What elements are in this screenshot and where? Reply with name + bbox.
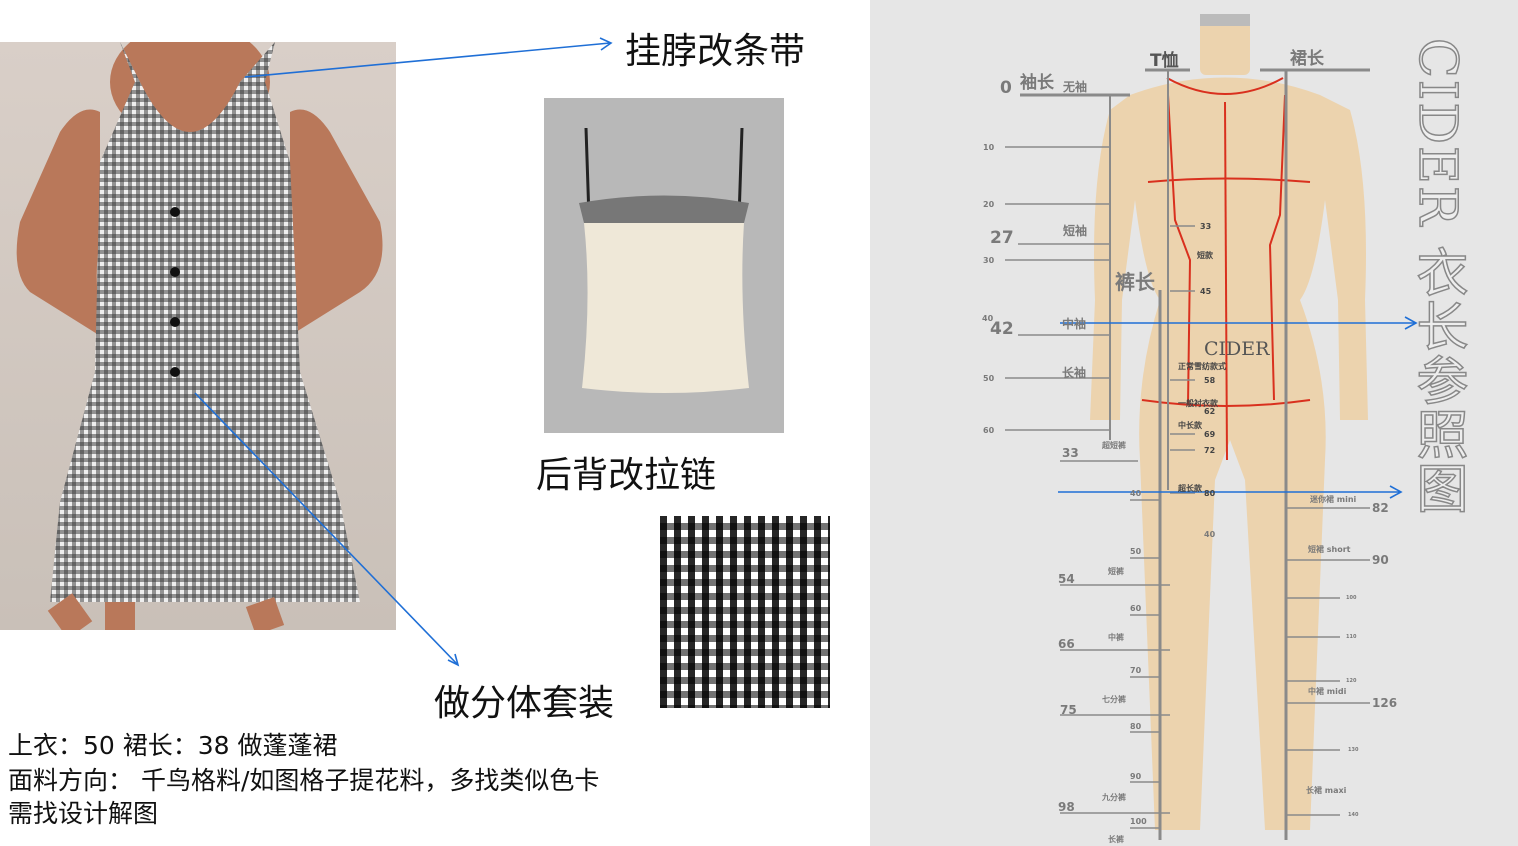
chart-title: CIDER 衣长参照图 [1406, 37, 1468, 516]
tshirt-mark: 62 [1204, 407, 1216, 416]
tshirt-header: T恤 [1150, 51, 1179, 71]
pants-label: 九分裤 [1102, 793, 1126, 802]
skirt-mark: 140 [1348, 812, 1359, 818]
pants-mark: 54 [1058, 572, 1075, 586]
tshirt-mark: 72 [1204, 446, 1216, 455]
reference-arrows [1058, 316, 1418, 499]
length-reference-chart: 0 袖长 无袖 10 20 27 短袖 30 40 42 中袖 50 长袖 60… [870, 0, 1518, 846]
callout-halter-strap: 挂脖改条带 [625, 31, 806, 72]
skirt-mark: 90 [1372, 553, 1389, 567]
sleeve-mark-0: 0 [1000, 78, 1012, 98]
pants-mark: 60 [1130, 604, 1142, 613]
tshirt-label: 短款 [1197, 251, 1213, 260]
skirt-mark: 82 [1372, 501, 1389, 515]
sleeve-mark: 30 [983, 256, 995, 265]
mannequin [1005, 14, 1418, 840]
pants-label: 中裤 [1108, 633, 1124, 642]
tshirt-label: 中长款 [1178, 421, 1202, 430]
sleeve-header-sub: 无袖 [1063, 80, 1088, 94]
callout-back-zipper: 后背改拉链 [536, 455, 717, 496]
camisole-reference-photo [544, 98, 784, 433]
tshirt-label: 正常雪纺款式 [1178, 362, 1226, 371]
skirt-mark: 100 [1346, 595, 1357, 601]
camisole-illustration [579, 127, 749, 393]
tshirt-mark: 40 [1204, 530, 1216, 539]
pants-mark: 33 [1062, 446, 1079, 460]
dress-reference-photo [0, 42, 396, 630]
pants-mark: 80 [1130, 722, 1142, 731]
tshirt-mark: 80 [1204, 489, 1216, 498]
dress-illustration [16, 42, 383, 630]
pants-label: 超短裤 [1102, 441, 1126, 450]
pants-label: 七分裤 [1102, 695, 1126, 704]
sleeve-label: 长袖 [1062, 366, 1087, 380]
note-size: 上衣：50 裙长：38 做蓬蓬裙 [8, 731, 338, 760]
sleeve-mark: 42 [990, 319, 1014, 339]
pants-mark: 66 [1058, 637, 1075, 651]
pants-mark: 50 [1130, 547, 1142, 556]
tshirt-label: 一般衬衣款 [1178, 399, 1218, 408]
skirt-mark: 120 [1346, 678, 1357, 684]
sleeve-mark: 50 [983, 374, 995, 383]
callout-two-piece: 做分体套装 [434, 683, 615, 724]
fabric-swatch-photo [660, 516, 830, 708]
pants-mark: 70 [1130, 666, 1142, 675]
skirt-mark: 110 [1346, 634, 1357, 640]
pants-mark: 90 [1130, 772, 1142, 781]
skirt-label: 长裙 maxi [1306, 786, 1347, 795]
sleeve-label: 中袖 [1062, 317, 1087, 331]
sleeve-mark: 10 [983, 143, 995, 152]
tshirt-label: 超长款 [1178, 484, 1202, 493]
tshirt-mark: 33 [1200, 222, 1212, 231]
pants-mark: 98 [1058, 800, 1075, 814]
tshirt-mark: 45 [1200, 287, 1212, 296]
pants-mark: 75 [1060, 703, 1077, 717]
sleeve-mark: 60 [983, 426, 995, 435]
pants-label: 短裤 [1108, 567, 1124, 576]
sleeve-header: 袖长 [1020, 73, 1054, 93]
skirt-label: 迷你裙 mini [1310, 495, 1357, 504]
pants-mark: 40 [1130, 489, 1142, 498]
note-fabric: 面料方向： 千鸟格料/如图格子提花料，多找类似色卡 [8, 766, 600, 795]
sleeve-mark: 27 [990, 228, 1014, 248]
pants-label: 长裤 [1108, 835, 1124, 844]
skirt-header: 裙长 [1290, 49, 1324, 69]
skirt-mark: 130 [1348, 747, 1359, 753]
sleeve-mark: 40 [982, 314, 994, 323]
sleeve-mark: 20 [983, 200, 995, 209]
tshirt-mark: 58 [1204, 376, 1216, 385]
pants-header: 裤长 [1115, 270, 1155, 294]
note-design: 需找设计解图 [8, 799, 159, 828]
skirt-label: 短裙 short [1308, 545, 1351, 554]
sleeve-label: 短袖 [1063, 224, 1088, 238]
skirt-mark: 126 [1372, 696, 1398, 710]
skirt-label: 中裙 midi [1308, 687, 1347, 696]
tshirt-mark: 69 [1204, 430, 1216, 439]
cider-brand: CIDER [1204, 338, 1270, 360]
pants-mark: 100 [1130, 817, 1147, 826]
